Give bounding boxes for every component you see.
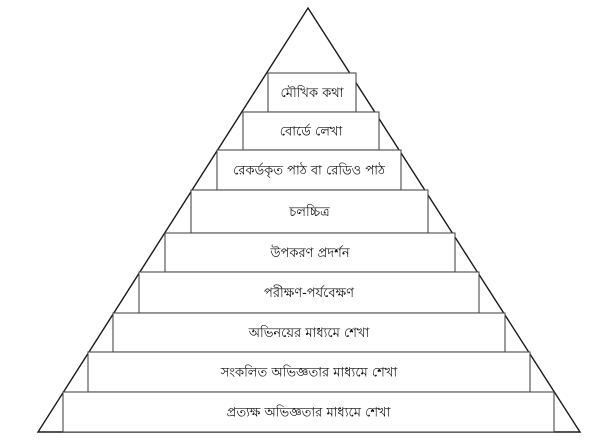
tier-label-5: উপকরণ প্রদর্শন	[269, 245, 349, 261]
tier-label-7: অভিনয়ের মাধ্যমে শেখা	[248, 325, 370, 341]
tier-box-9	[62, 391, 555, 433]
pyramid-tier: সংকলিত অভিজ্ঞতার মাধ্যমে শেখা	[87, 351, 531, 393]
tier-label-6: পরীক্ষণ-পর্যবেক্ষণ	[264, 285, 355, 301]
pyramid-tier: উপকরণ প্রদর্শন	[164, 232, 456, 273]
tier-label-2: বোর্ডে লেখা	[280, 124, 343, 140]
pyramid-tier: অভিনয়ের মাধ্যমে শেখা	[112, 312, 506, 353]
pyramid-tier: রেকর্ডকৃত পাঠ বা রেডিও পাঠ	[216, 149, 402, 191]
tier-label-8: সংকলিত অভিজ্ঞতার মাধ্যমে শেখা	[220, 365, 398, 381]
pyramid-tier: চলচ্চিত্র	[190, 189, 429, 234]
pyramid-tier: মৌখিক কথা	[267, 72, 357, 113]
pyramid-tier: প্রত্যক্ষ অভিজ্ঞতার মাধ্যমে শেখা	[62, 391, 555, 433]
tier-label-9: প্রত্যক্ষ অভিজ্ঞতার মাধ্যমে শেখা	[227, 405, 391, 421]
pyramid-tier-layer: মৌখিক কথা বোর্ডে লেখা রেকর্ডকৃত পাঠ বা রেড…	[62, 72, 555, 433]
pyramid-tier: বোর্ডে লেখা	[242, 111, 380, 151]
tier-box-4	[190, 189, 429, 234]
tier-label-3: রেকর্ডকৃত পাঠ বা রেডিও পাঠ	[233, 163, 386, 179]
tier-box-8	[87, 351, 531, 393]
tier-label-4: চলচ্চিত্র	[288, 204, 330, 220]
pyramid-tier: পরীক্ষণ-পর্যবেক্ষণ	[138, 271, 480, 314]
tier-box-5	[164, 232, 456, 273]
tier-box-7	[112, 312, 506, 353]
tier-box-2	[242, 111, 380, 151]
tier-box-6	[138, 271, 480, 314]
tier-label-1: মৌখিক কথা	[281, 85, 344, 101]
